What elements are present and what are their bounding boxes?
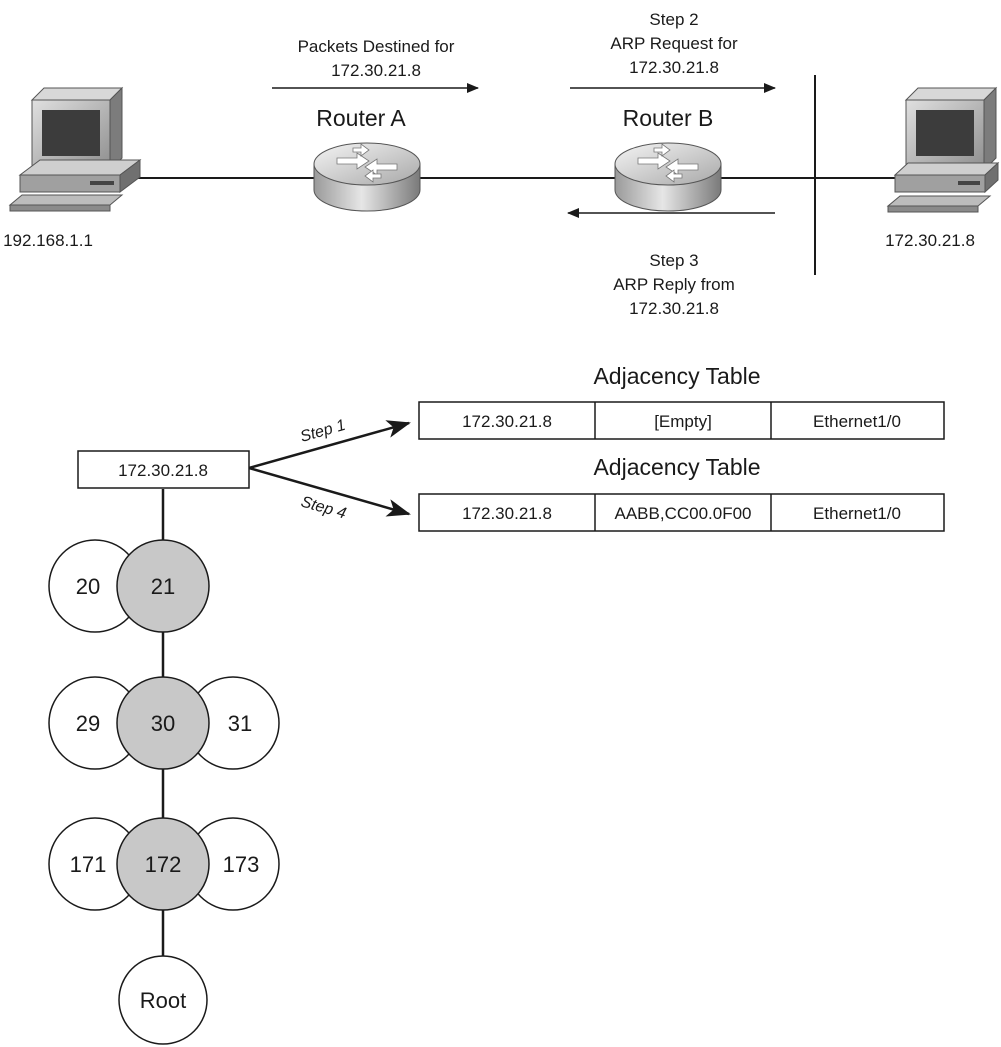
table-cell: 172.30.21.8 bbox=[462, 412, 552, 431]
left-host-ip: 192.168.1.1 bbox=[3, 231, 93, 250]
step2-label-line3: 172.30.21.8 bbox=[629, 58, 719, 77]
right-host-ip: 172.30.21.8 bbox=[885, 231, 975, 250]
table-cell: [Empty] bbox=[654, 412, 712, 431]
tree-node-label: 21 bbox=[151, 574, 175, 599]
step4-label: Step 4 bbox=[299, 494, 348, 523]
computer-icon bbox=[8, 86, 142, 212]
router-icon bbox=[313, 142, 421, 212]
step3-label-line3: 172.30.21.8 bbox=[629, 299, 719, 318]
leaf-node-label: 172.30.21.8 bbox=[118, 461, 208, 480]
step3-label-line2: ARP Reply from bbox=[613, 275, 735, 294]
tree-node-highlighted bbox=[116, 676, 210, 770]
root-node bbox=[118, 955, 208, 1045]
computer-icon bbox=[886, 86, 1000, 213]
tree-node-label: 171 bbox=[70, 852, 107, 877]
adjacency-table: Adjacency Table 172.30.21.8 AABB,CC00.0F… bbox=[418, 454, 945, 532]
table-cell: 172.30.21.8 bbox=[462, 504, 552, 523]
mtrie-tree: Step 1 Step 4 172.30.21.8 20 21 29 30 31… bbox=[48, 417, 411, 1045]
packets-label-line2: 172.30.21.8 bbox=[331, 61, 421, 80]
root-node-label: Root bbox=[140, 988, 186, 1013]
tree-node-label: 172 bbox=[145, 852, 182, 877]
adjacency-table: Adjacency Table 172.30.21.8 [Empty] Ethe… bbox=[418, 363, 945, 440]
packets-label-line1: Packets Destined for bbox=[298, 37, 455, 56]
step2-label-line1: Step 2 bbox=[649, 10, 698, 29]
tree-node-label: 30 bbox=[151, 711, 175, 736]
tree-node-label: 173 bbox=[223, 852, 260, 877]
table-cell: AABB,CC00.0F00 bbox=[614, 504, 751, 523]
table-cell: Ethernet1/0 bbox=[813, 412, 901, 431]
router-icon bbox=[614, 142, 722, 212]
table-cell: Ethernet1/0 bbox=[813, 504, 901, 523]
step4-arrow bbox=[248, 466, 411, 517]
adjacency-table-title: Adjacency Table bbox=[593, 363, 760, 389]
network-topology: 192.168.1.1 172.30.21.8 Ro bbox=[3, 10, 1000, 318]
leaf-node-box bbox=[77, 450, 250, 489]
tree-node-label: 20 bbox=[76, 574, 100, 599]
step1-arrow bbox=[248, 420, 411, 470]
tree-node-highlighted bbox=[116, 817, 210, 911]
tree-node-label: 31 bbox=[228, 711, 252, 736]
adjacency-table-title: Adjacency Table bbox=[593, 454, 760, 480]
router-b-label: Router B bbox=[623, 105, 714, 131]
step3-label-line1: Step 3 bbox=[649, 251, 698, 270]
tree-node-label: 29 bbox=[76, 711, 100, 736]
step2-label-line2: ARP Request for bbox=[610, 34, 738, 53]
router-a-label: Router A bbox=[316, 105, 406, 131]
tree-node-highlighted bbox=[116, 539, 210, 633]
